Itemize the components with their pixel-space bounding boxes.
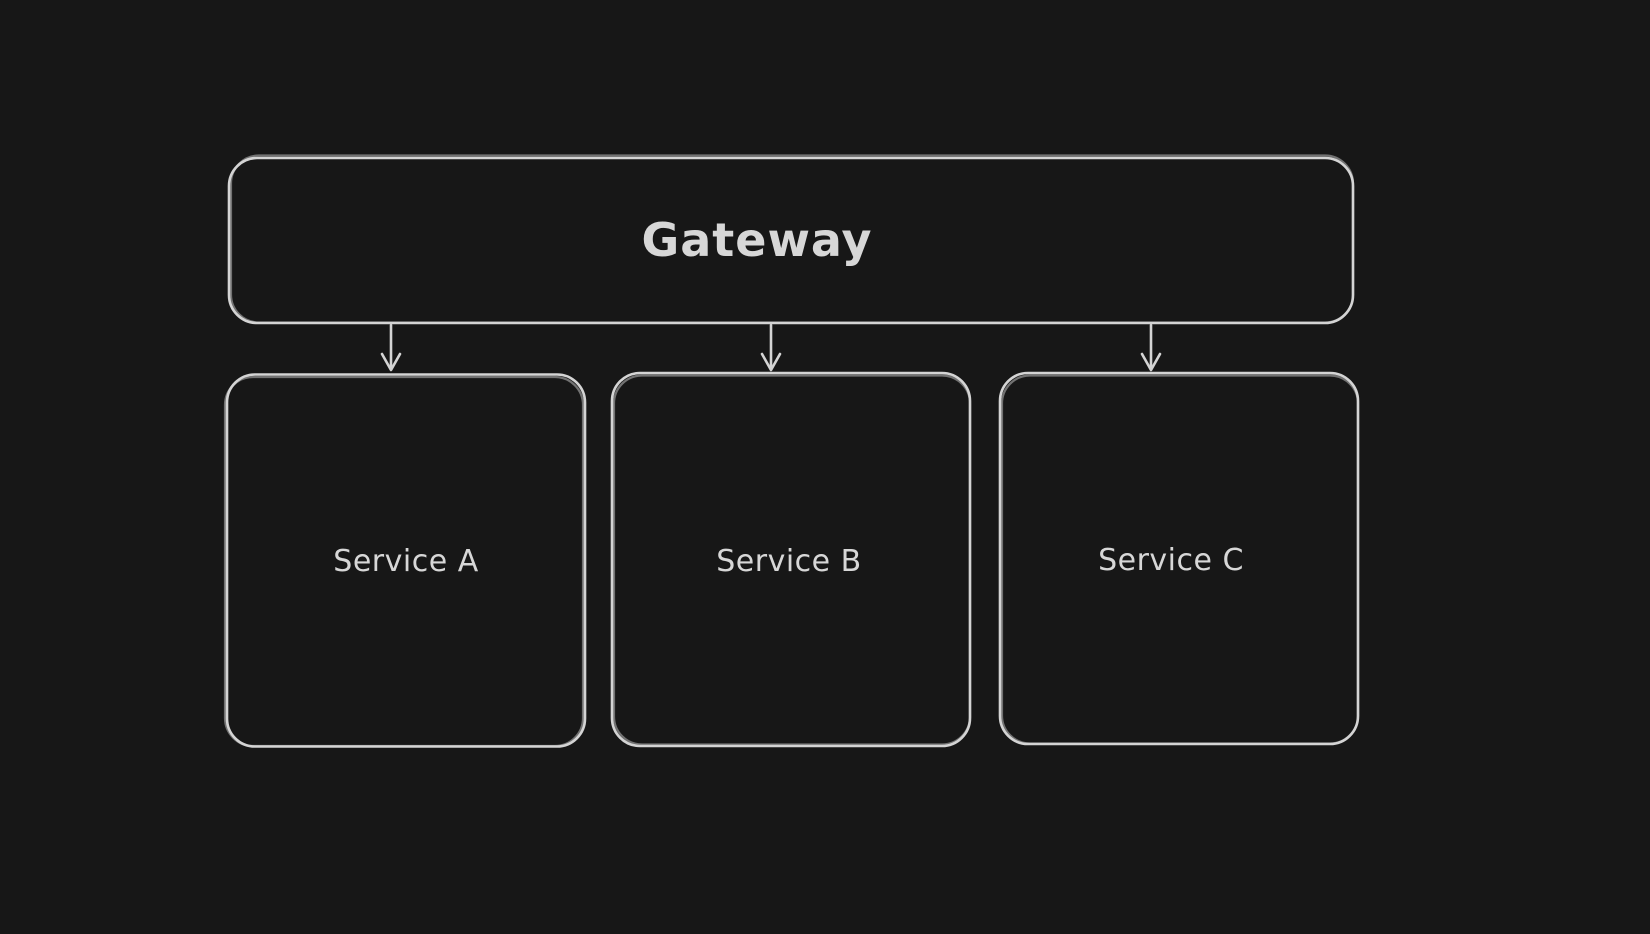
gateway-node[interactable]: Gateway [227,154,1355,325]
arrow-gateway-to-service-a[interactable] [380,323,402,372]
arrowhead-down-icon [760,352,782,372]
service-c-label: Service C [1098,543,1244,578]
service-b-box[interactable] [610,371,972,748]
service-a-node[interactable]: Service A [223,373,587,748]
service-a-box[interactable] [225,373,587,748]
arrowhead-down-icon [1140,352,1162,372]
arrow-gateway-to-service-c[interactable] [1140,323,1162,372]
service-b-node[interactable]: Service B [610,371,972,748]
gateway-box[interactable] [227,156,1355,325]
service-c-box[interactable] [998,371,1360,746]
gateway-label: Gateway [641,213,872,267]
service-c-node[interactable]: Service C [998,371,1360,746]
arrow-gateway-to-service-b[interactable] [760,323,782,372]
service-b-label: Service B [716,544,862,579]
arrowhead-down-icon [380,352,402,372]
service-a-label: Service A [333,544,478,579]
